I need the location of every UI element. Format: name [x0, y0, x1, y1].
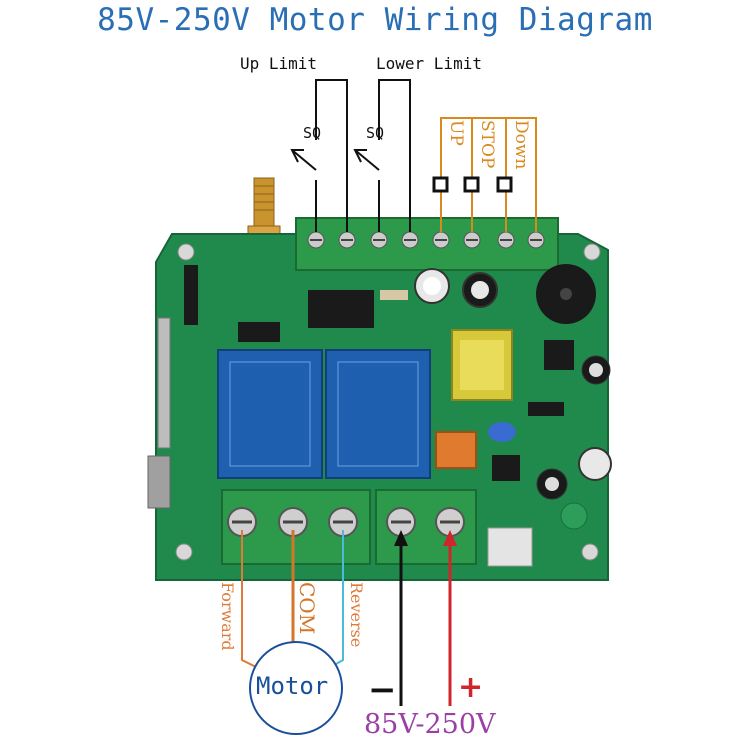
button-contact-icon	[432, 176, 513, 193]
relay-icon	[325, 349, 431, 479]
reverse-label: Reverse	[347, 582, 366, 648]
minus-sign: −	[368, 670, 397, 710]
stop-button-label: STOP	[477, 120, 497, 169]
terminal-screw-icon	[497, 231, 515, 249]
terminal-screw-icon	[401, 231, 419, 249]
limit-switch-icon	[290, 149, 367, 163]
relay-icon	[217, 349, 323, 479]
forward-label: Forward	[218, 582, 237, 651]
down-button-label: Down	[511, 120, 531, 170]
terminal-screw-icon	[463, 231, 481, 249]
lower-limit-label: Lower Limit	[376, 54, 482, 73]
terminal-screw-icon	[370, 231, 388, 249]
input-terminal-block	[295, 217, 559, 271]
terminal-screw-icon	[527, 231, 545, 249]
terminal-screw-icon	[227, 507, 257, 537]
up-limit-label: Up Limit	[240, 54, 318, 73]
lower-limit-wire	[354, 79, 411, 232]
capacitor-icon	[488, 422, 516, 442]
up-button-label: UP	[446, 120, 466, 146]
up-limit-switch-label: SQ	[303, 124, 322, 142]
plus-sign: +	[458, 670, 484, 705]
button-wires	[440, 117, 537, 232]
buzzer-icon	[536, 264, 596, 324]
voltage-label: 85V-250V	[364, 709, 496, 740]
capacitor-icon	[462, 272, 498, 308]
power-plus-wire	[443, 530, 457, 706]
fuse-icon	[435, 431, 477, 469]
motor-label: Motor	[256, 672, 329, 700]
terminal-screw-icon	[338, 231, 356, 249]
power-minus-wire	[394, 530, 408, 706]
transformer-icon	[451, 329, 513, 401]
terminal-screw-icon	[307, 231, 325, 249]
motor-icon	[249, 641, 343, 735]
com-label: COM	[295, 582, 319, 635]
terminal-screw-icon	[432, 231, 450, 249]
capacitor-icon	[581, 355, 611, 385]
capacitor-icon	[536, 468, 568, 500]
up-limit-wire	[291, 79, 348, 232]
output-terminal-block	[221, 489, 477, 565]
capacitor-icon	[414, 268, 450, 304]
diagram-title: 85V-250V Motor Wiring Diagram	[97, 2, 653, 38]
lower-limit-switch-label: SQ	[366, 124, 385, 142]
capacitor-icon	[578, 447, 612, 481]
